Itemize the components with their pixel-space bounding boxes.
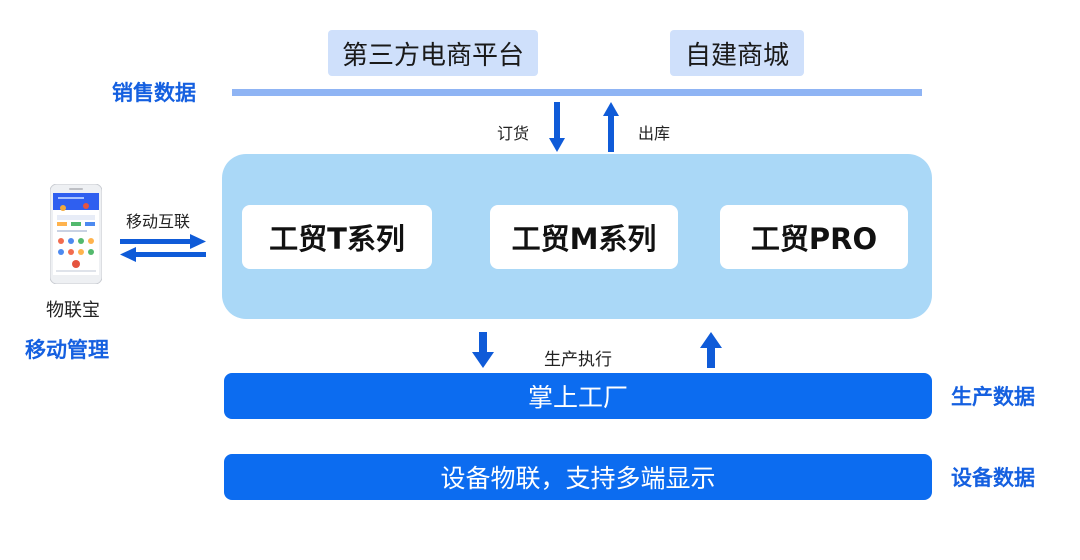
outbound-label: 出库: [638, 124, 671, 143]
mobile-management-label: 移动管理: [25, 338, 109, 362]
palm-factory-label: 掌上工厂: [527, 383, 628, 412]
order-label: 订货: [497, 124, 530, 143]
mobile-interconnect-label: 移动互联: [126, 212, 191, 231]
production-up-arrow-icon: [700, 332, 722, 368]
bidirectional-arrows-icon: [120, 234, 206, 262]
palm-factory-bar: 掌上工厂: [224, 373, 932, 419]
product-label-m-series: 工贸M系列: [511, 222, 657, 256]
product-box-m-series: 工贸M系列: [490, 205, 678, 269]
sales-data-label: 销售数据: [112, 81, 196, 105]
production-down-arrow-icon: [472, 332, 494, 368]
product-label-t-series: 工贸T系列: [269, 222, 405, 256]
phone-caption: 物联宝: [46, 300, 100, 321]
order-down-arrow-icon: [549, 102, 565, 152]
production-execution-label: 生产执行: [544, 350, 612, 370]
product-box-t-series: 工贸T系列: [242, 205, 432, 269]
self-built-mall-box: 自建商城: [670, 30, 804, 76]
outbound-up-arrow-icon: [603, 102, 619, 152]
sales-data-line: [232, 89, 922, 96]
phone-icon: [50, 184, 102, 284]
third-party-platform-box: 第三方电商平台: [328, 30, 538, 76]
production-data-label: 生产数据: [951, 385, 1035, 409]
self-built-mall-label: 自建商城: [684, 40, 789, 71]
product-box-pro: 工贸PRO: [720, 205, 908, 269]
device-iot-bar: 设备物联，支持多端显示: [224, 454, 932, 500]
third-party-platform-label: 第三方电商平台: [341, 40, 524, 71]
device-iot-label: 设备物联，支持多端显示: [440, 464, 716, 493]
product-label-pro: 工贸PRO: [750, 222, 878, 256]
device-data-label: 设备数据: [951, 466, 1035, 490]
